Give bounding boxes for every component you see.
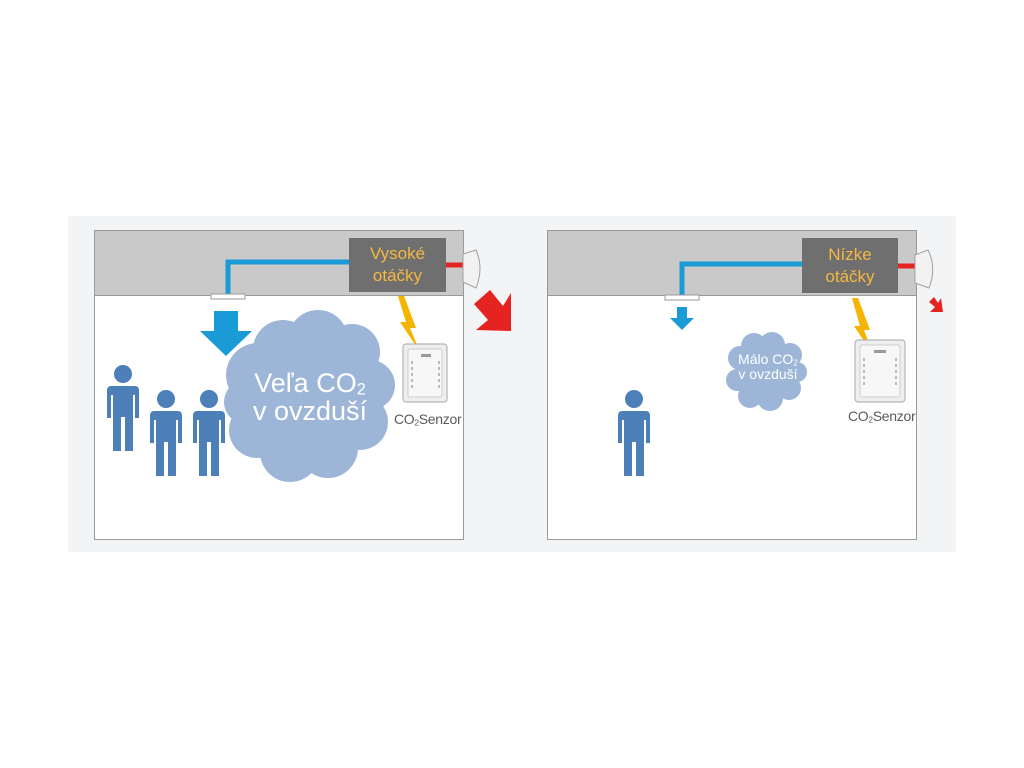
- cloud-text-line1: Málo CO: [738, 351, 794, 367]
- exhaust-arrow: [929, 297, 943, 312]
- signal-lightning-icon: [398, 296, 420, 352]
- co2-subscript: 2: [793, 357, 798, 368]
- cloud-text-line2: v ovzduší: [252, 395, 368, 426]
- fan-speed-label-line2: otáčky: [825, 266, 875, 286]
- fan-speed-label-line2: otáčky: [372, 266, 423, 285]
- co2-subscript: 2: [356, 380, 366, 399]
- co2-cloud: [726, 332, 807, 411]
- sensor-label: CO2Senzor: [848, 408, 916, 425]
- person-icon: [618, 390, 650, 476]
- co2-sensor-icon: [854, 339, 906, 403]
- supply-air-arrow: [670, 307, 694, 330]
- sensor-label: CO2Senzor: [394, 411, 462, 428]
- signal-lightning-icon: [852, 298, 874, 356]
- outlet-cap: [462, 249, 481, 289]
- fan-speed-label-line1: Nízke: [828, 244, 872, 264]
- air-diffuser: [210, 293, 246, 300]
- fan-speed-unit: Nízke otáčky: [802, 238, 898, 293]
- fan-speed-unit: Vysoké otáčky: [349, 238, 446, 292]
- cloud-text-line2: v ovzduší: [738, 366, 798, 383]
- supply-pipe: [679, 261, 803, 298]
- person-icon: [150, 390, 182, 476]
- co2-cloud-text: Veľa CO2 v ovzduší: [240, 368, 380, 426]
- cloud-text-line1: Veľa CO: [254, 368, 357, 398]
- supply-air-arrow: [200, 311, 252, 356]
- person-icon: [193, 390, 225, 476]
- co2-cloud-text: Málo CO2 v ovzduší: [727, 352, 809, 382]
- supply-pipe: [225, 259, 350, 296]
- exhaust-arrow: [474, 290, 511, 331]
- air-diffuser: [664, 294, 700, 301]
- fan-speed-label-line1: Vysoké: [369, 244, 426, 263]
- person-icon: [107, 365, 139, 451]
- outlet-cap: [914, 249, 934, 289]
- co2-sensor-icon: [402, 343, 448, 403]
- co2-cloud: [224, 310, 395, 482]
